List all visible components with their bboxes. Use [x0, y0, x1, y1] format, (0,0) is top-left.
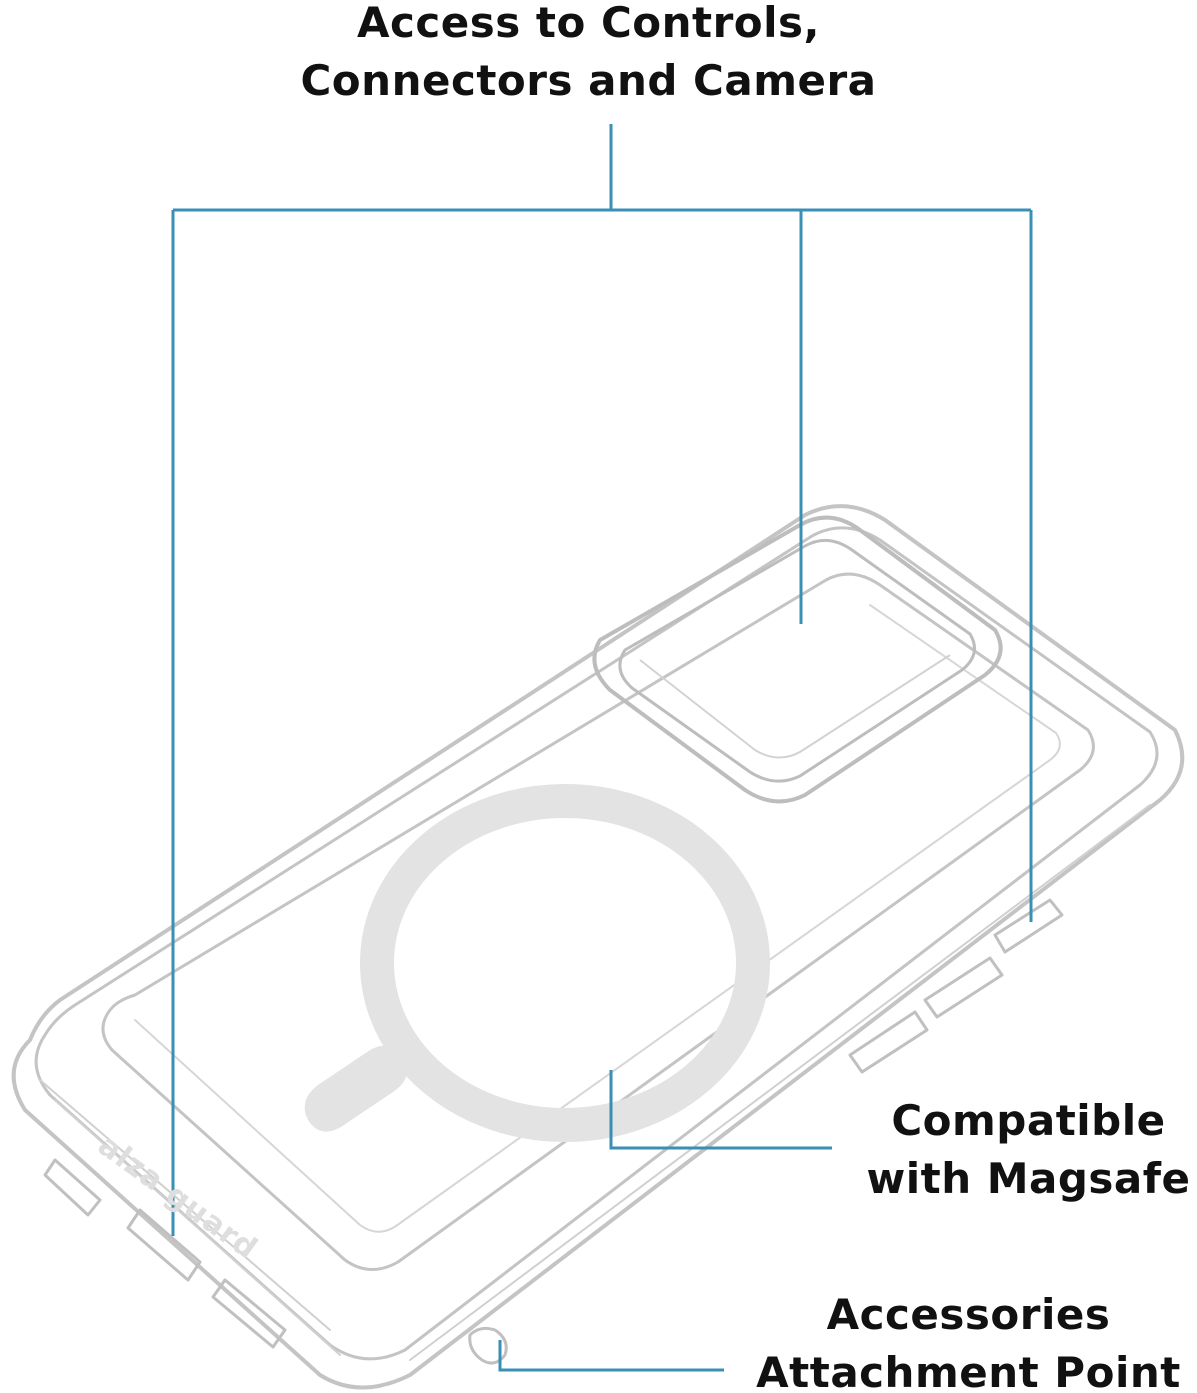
callout-magsafe-line2: with Magsafe — [866, 1154, 1191, 1203]
callout-controls-label: Access to Controls, Connectors and Camer… — [0, 0, 1197, 110]
case-floor-edge — [134, 604, 1061, 1233]
accessory-loop — [468, 1326, 508, 1365]
callout-controls-line1: Access to Controls, — [356, 0, 821, 47]
speaker-cutout-left — [43, 1158, 102, 1217]
callout-accessories-line2: Attachment Point — [756, 1348, 1181, 1393]
callout-controls-line2: Connectors and Camera — [300, 56, 877, 105]
callout-line-accessories — [498, 1340, 724, 1372]
speaker-cutout-right — [211, 1278, 287, 1349]
bottom-port-cutouts — [43, 1158, 508, 1365]
magsafe-circle — [360, 784, 770, 1142]
power-button-cutout — [993, 898, 1064, 954]
case-inner-edge — [101, 572, 1095, 1271]
case-outer-edge — [11, 504, 1185, 1390]
callout-lines — [171, 124, 1033, 1372]
camera-cutout-inner — [618, 538, 976, 783]
volume-down-cutout — [848, 1010, 929, 1074]
volume-up-cutout — [923, 956, 1004, 1019]
magsafe-alignment-bar — [304, 1045, 408, 1132]
case-side-wall — [39, 804, 1151, 1361]
callout-magsafe-label: Compatible with Magsafe — [860, 1092, 1197, 1208]
callout-accessories-label: Accessories Attachment Point — [740, 1286, 1197, 1393]
callout-magsafe-line1: Compatible — [891, 1096, 1166, 1145]
camera-cutout — [592, 515, 1003, 804]
case-rim-outer — [34, 526, 1159, 1361]
camera-cutout-outer — [592, 515, 1003, 804]
camera-cutout-ledge — [639, 654, 951, 759]
callout-line-magsafe — [609, 1070, 832, 1150]
callout-accessories-line1: Accessories — [826, 1290, 1111, 1339]
charging-port-cutout — [126, 1208, 202, 1282]
case-body — [11, 504, 1185, 1390]
callout-line-controls — [171, 124, 1033, 1236]
magsafe-ring — [304, 784, 770, 1142]
